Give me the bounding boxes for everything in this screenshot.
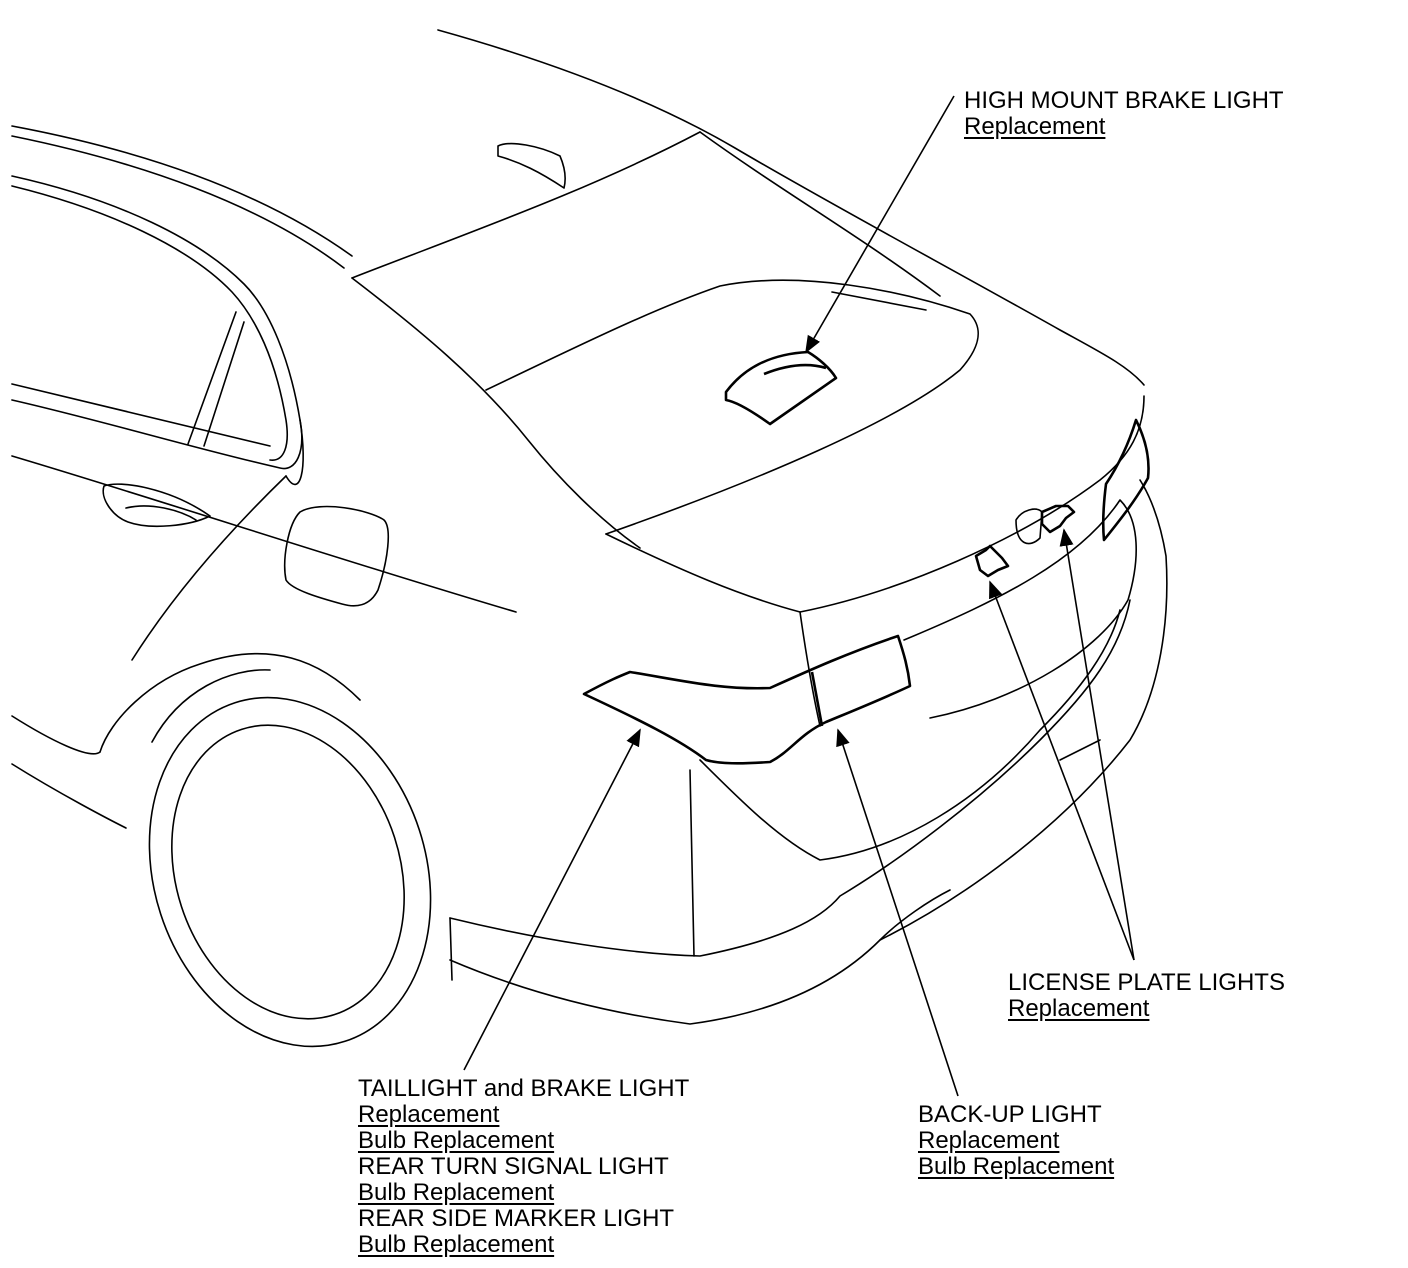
backup-light-heading: BACK-UP LIGHT (918, 1101, 1102, 1128)
license-light-right-shape (1040, 504, 1076, 534)
taillight-bulb-replacement-link[interactable]: Bulb Replacement (358, 1127, 555, 1154)
high-mount-brake-light-shape (724, 350, 838, 426)
turn-signal-bulb-replacement-link[interactable]: Bulb Replacement (358, 1179, 555, 1206)
license-plate-lights-callout: LICENSE PLATE LIGHTS Replacement (1008, 970, 1285, 1022)
backup-replacement-link[interactable]: Replacement (918, 1127, 1060, 1154)
side-marker-bulb-replacement-link[interactable]: Bulb Replacement (358, 1231, 555, 1258)
leader-high-mount (805, 95, 955, 354)
leader-license-left (989, 580, 1135, 961)
backup-light-callout: BACK-UP LIGHT Replacement Bulb Replaceme… (918, 1102, 1114, 1180)
taillight-replacement-link[interactable]: Replacement (358, 1101, 500, 1128)
leader-backup (836, 728, 959, 1097)
backup-bulb-replacement-link[interactable]: Bulb Replacement (918, 1153, 1115, 1180)
license-plate-lights-heading: LICENSE PLATE LIGHTS (1008, 969, 1285, 996)
high-mount-brake-light-callout: HIGH MOUNT BRAKE LIGHT Replacement (964, 88, 1284, 140)
light-assemblies (582, 350, 1150, 765)
license-light-left-shape (974, 544, 1010, 578)
rear-turn-signal-heading: REAR TURN SIGNAL LIGHT (358, 1153, 669, 1180)
license-plate-replacement-link[interactable]: Replacement (1008, 995, 1150, 1022)
taillight-callout: TAILLIGHT and BRAKE LIGHT Replacement Bu… (358, 1076, 689, 1258)
car-body-outline (11, 29, 1168, 1048)
taillight-heading: TAILLIGHT and BRAKE LIGHT (358, 1075, 690, 1102)
right-taillight-shape (1101, 418, 1150, 542)
leader-lines (463, 95, 1135, 1097)
leader-taillight (463, 728, 641, 1071)
high-mount-brake-light-heading: HIGH MOUNT BRAKE LIGHT (964, 87, 1284, 114)
left-taillight-shape (582, 634, 912, 765)
leader-license-right (1059, 528, 1135, 961)
rear-side-marker-heading: REAR SIDE MARKER LIGHT (358, 1205, 675, 1232)
high-mount-replacement-link[interactable]: Replacement (964, 113, 1106, 140)
